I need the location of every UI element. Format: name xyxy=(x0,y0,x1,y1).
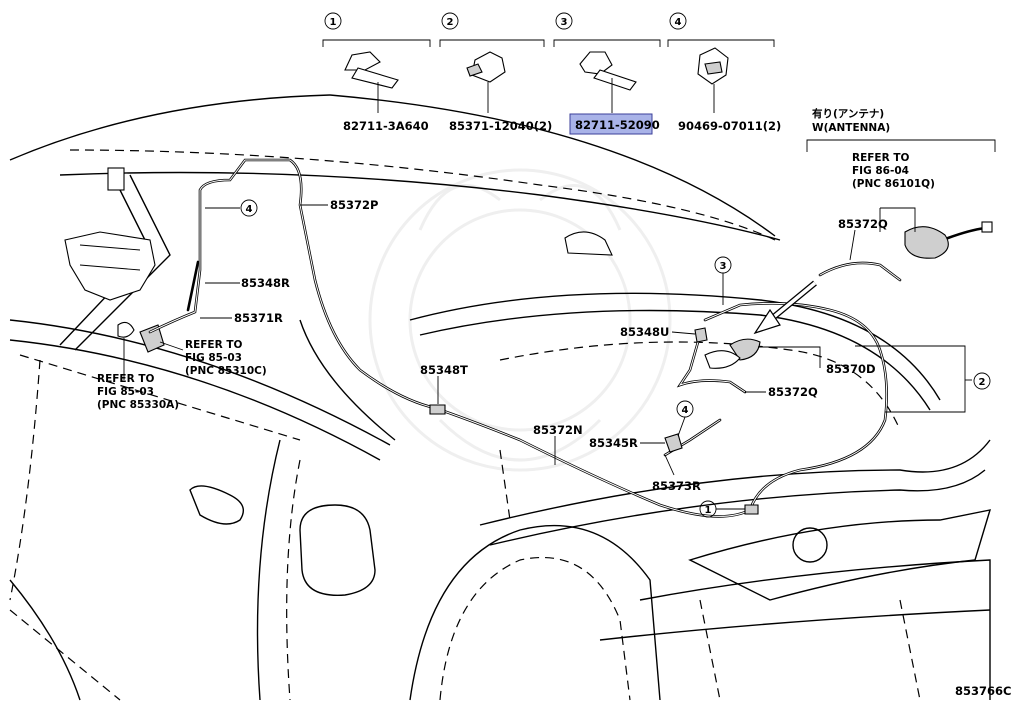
svg-text:3: 3 xyxy=(720,261,727,272)
callout-85348T[interactable]: 85348T xyxy=(420,363,468,404)
svg-text:85371R[interactable]: 85371R xyxy=(234,311,283,325)
vehicle-body-outline xyxy=(9,94,992,701)
svg-text:85372P[interactable]: 85372P xyxy=(330,198,378,212)
antenna-option-jp: 有り(アンテナ) xyxy=(812,107,884,120)
svg-text:2: 2 xyxy=(979,377,986,388)
header-part-group-2: 2 85371-12040(2) xyxy=(439,12,552,133)
svg-text:85372Q[interactable]: 85372Q xyxy=(768,385,818,399)
svg-text:85373R[interactable]: 85373R xyxy=(652,479,701,493)
svg-text:REFER TO: REFER TO xyxy=(97,373,155,385)
part-number-85371-12040[interactable]: 85371-12040(2) xyxy=(449,119,552,133)
svg-text:85348U[interactable]: 85348U xyxy=(620,325,669,339)
marker-4-left: 4 xyxy=(205,199,258,217)
header-part-group-4: 4 90469-07011(2) xyxy=(667,12,781,133)
svg-text:FIG 85-03: FIG 85-03 xyxy=(185,352,242,364)
svg-text:(PNC 85330A): (PNC 85330A) xyxy=(97,399,179,411)
svg-text:(PNC 85310C): (PNC 85310C) xyxy=(185,365,267,377)
callout-85371R[interactable]: 85371R xyxy=(200,311,283,325)
svg-text:FIG 85-03: FIG 85-03 xyxy=(97,386,154,398)
refer-86-04-line2: FIG 86-04 xyxy=(852,165,909,177)
callout-85370D[interactable]: 85370D xyxy=(758,346,876,376)
highlighted-part-box[interactable] xyxy=(569,113,653,135)
marker-3-center: 3 xyxy=(714,256,732,305)
svg-text:85345R[interactable]: 85345R xyxy=(589,436,638,450)
svg-text:4: 4 xyxy=(682,405,689,416)
part-number-82711-52090[interactable]: 82711-52090 xyxy=(575,118,660,132)
header-num-2: 2 xyxy=(447,17,454,28)
figure-code: 853766C xyxy=(955,684,1011,698)
svg-text:85372Q[interactable]: 85372Q xyxy=(838,217,888,231)
marker-1-bottom: 1 xyxy=(699,500,745,518)
marker-2-right: 2 xyxy=(855,345,991,413)
callout-85373R[interactable]: 85373R xyxy=(652,454,701,493)
antenna-option-en: W(ANTENNA) xyxy=(812,122,890,134)
marker-4-center: 4 xyxy=(676,400,694,437)
callout-85372P[interactable]: 85372P xyxy=(300,198,378,212)
svg-text:REFER TO: REFER TO xyxy=(185,339,243,351)
callout-85372Q-lower[interactable]: 85372Q xyxy=(745,385,818,399)
arrow-icon xyxy=(753,280,817,335)
callout-85372N[interactable]: 85372N xyxy=(533,423,583,465)
refer-note-85330A: REFER TO FIG 85-03 (PNC 85330A) xyxy=(97,338,179,411)
refer-86-04-line3: (PNC 86101Q) xyxy=(852,178,935,190)
part-number-90469-07011[interactable]: 90469-07011(2) xyxy=(678,119,781,133)
header-part-group-1: 1 82711-3A640 xyxy=(322,12,431,133)
callout-85345R[interactable]: 85345R xyxy=(589,436,665,450)
watermark-emblem xyxy=(368,168,672,472)
svg-text:85372N[interactable]: 85372N xyxy=(533,423,583,437)
svg-text:85370D[interactable]: 85370D xyxy=(826,362,876,376)
part-number-82711-3A640[interactable]: 82711-3A640 xyxy=(343,119,429,133)
svg-text:4: 4 xyxy=(246,204,253,215)
refer-note-85310C: REFER TO FIG 85-03 (PNC 85310C) xyxy=(159,339,267,377)
svg-text:85348T[interactable]: 85348T xyxy=(420,363,468,377)
svg-text:1: 1 xyxy=(705,505,712,516)
antenna-option-block: 有り(アンテナ) W(ANTENNA) REFER TO FIG 86-04 (… xyxy=(806,107,996,232)
header-num-1: 1 xyxy=(330,17,337,28)
header-num-4: 4 xyxy=(675,17,682,28)
svg-text:85348R[interactable]: 85348R xyxy=(241,276,290,290)
refer-86-04-line1: REFER TO xyxy=(852,152,910,164)
callout-85372Q-upper[interactable]: 85372Q xyxy=(838,217,888,261)
callout-85348R[interactable]: 85348R xyxy=(205,276,290,290)
left-pillar-components xyxy=(64,167,165,353)
header-num-3: 3 xyxy=(561,17,568,28)
wire-harness xyxy=(148,158,993,518)
callout-85348U[interactable]: 85348U xyxy=(620,325,696,339)
header-part-group-3: 3 82711-52090 xyxy=(553,12,661,135)
